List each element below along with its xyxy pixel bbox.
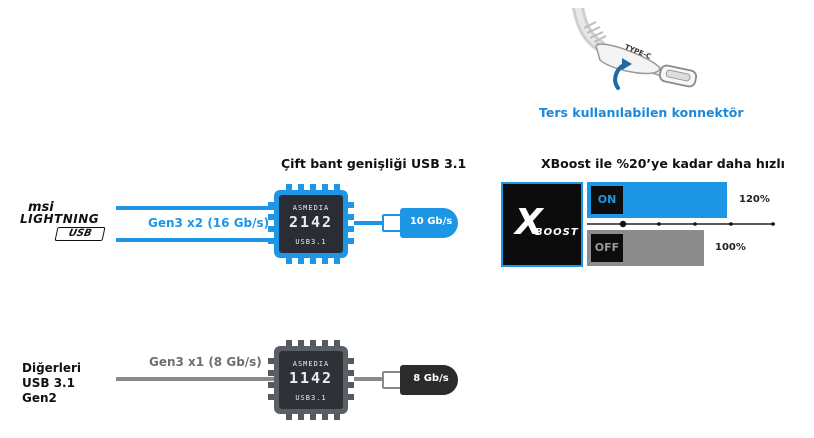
lightning-word: LIGHTNING [20,212,100,226]
others-label-line3: Gen2 [22,391,57,405]
usb-stick-connector [382,371,402,389]
dual-band-line-bottom [116,238,278,242]
others-label: Diğerleri USB 3.1 Gen2 [22,361,81,406]
dual-band-title: Çift bant genişliği USB 3.1 [281,156,467,171]
chip-model: 1142 [288,369,334,387]
dual-band-line-label: Gen3 x2 (16 Gb/s) [144,216,274,230]
usb-stick-label: 8 Gb/s [413,373,449,384]
chip-icon [268,184,354,264]
type-c-plug-icon [572,2,698,90]
xboost-logo-word: BOOST [535,227,579,238]
chip-sub: USB3.1 [295,394,327,402]
usb-word-badge: USB [54,227,106,241]
usb-stick-8gbps: 8 Gb/s [382,365,458,395]
xboost-scale-axis [587,220,775,228]
xboost-off-label: OFF [594,241,620,254]
msi-lightning-usb-logo: msi LIGHTNING USB [20,200,106,244]
xboost-logo: X BOOST [501,182,583,267]
others-line-label: Gen3 x1 (8 Gb/s) [149,355,262,369]
xboost-title: XBoost ile %20’ye kadar daha hızlı [541,156,785,171]
xboost-off-switch: OFF [590,233,624,263]
chip-sub: USB3.1 [295,238,327,246]
others-label-line1: Diğerleri [22,361,82,375]
dual-band-line-to-stick [354,221,384,225]
usb-stick-10gbps: 10 Gb/s [382,208,458,238]
asmedia-2142-chip: ASMEDIA 2142 USB3.1 [268,184,354,264]
usb-type-c-connector-illustration: TYPE-C [560,2,720,100]
asmedia-1142-chip: ASMEDIA 1142 USB3.1 [268,340,354,420]
xboost-on-bar: ON [587,182,727,218]
xboost-logo-x: X [515,202,543,243]
xboost-on-switch: ON [590,185,624,215]
others-line-to-stick [354,377,384,381]
xboost-on-label: ON [597,193,617,206]
scale-marker-icon [619,220,627,228]
connector-caption: Ters kullanılabilen konnektör [539,105,744,120]
usb-stick-body [400,365,458,395]
msi-brand: msi [28,200,54,215]
chip-icon [268,340,354,420]
usb-stick-body [400,208,458,238]
others-line [116,377,278,381]
chip-brand: ASMEDIA [292,204,330,212]
others-label-line2: USB 3.1 [22,376,75,390]
usb-stick-label: 10 Gb/s [409,216,453,227]
xboost-off-bar: OFF [587,230,704,266]
chip-brand: ASMEDIA [292,360,330,368]
chip-model: 2142 [288,213,334,231]
xboost-on-percent: 120% [739,194,770,205]
usb-stick-connector [382,214,402,232]
xboost-off-percent: 100% [715,242,746,253]
dual-band-line-top [116,206,278,210]
usb-word: USB [67,228,93,239]
